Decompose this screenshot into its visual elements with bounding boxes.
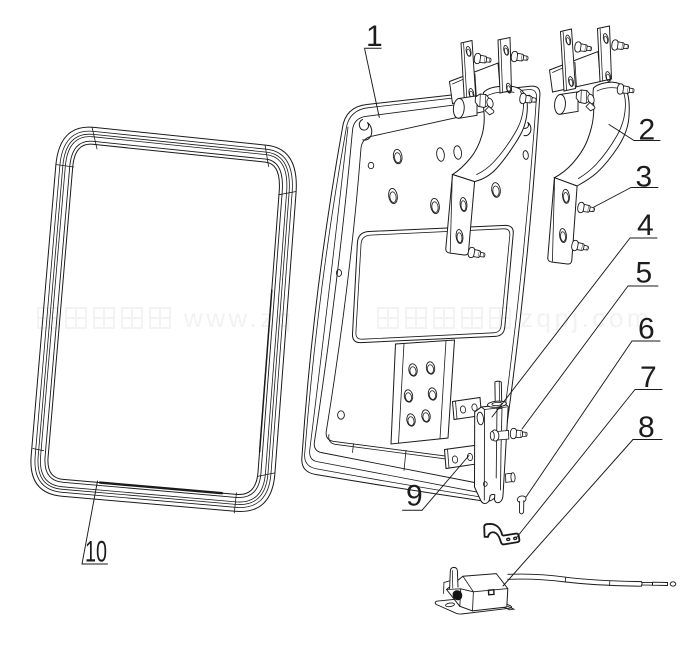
svg-text:3: 3 [636,161,653,194]
svg-text:zqpj.com: zqpj.com [520,303,652,333]
svg-text:8: 8 [638,411,655,444]
svg-text:2: 2 [639,114,656,147]
svg-text:10: 10 [85,536,107,569]
svg-text:4: 4 [637,209,654,242]
svg-text:5: 5 [636,257,653,290]
svg-text:www.zq: www.zq [183,303,295,333]
svg-text:6: 6 [638,313,655,346]
svg-text:9: 9 [406,480,423,513]
svg-text:1: 1 [366,20,383,53]
svg-text:7: 7 [640,361,657,394]
